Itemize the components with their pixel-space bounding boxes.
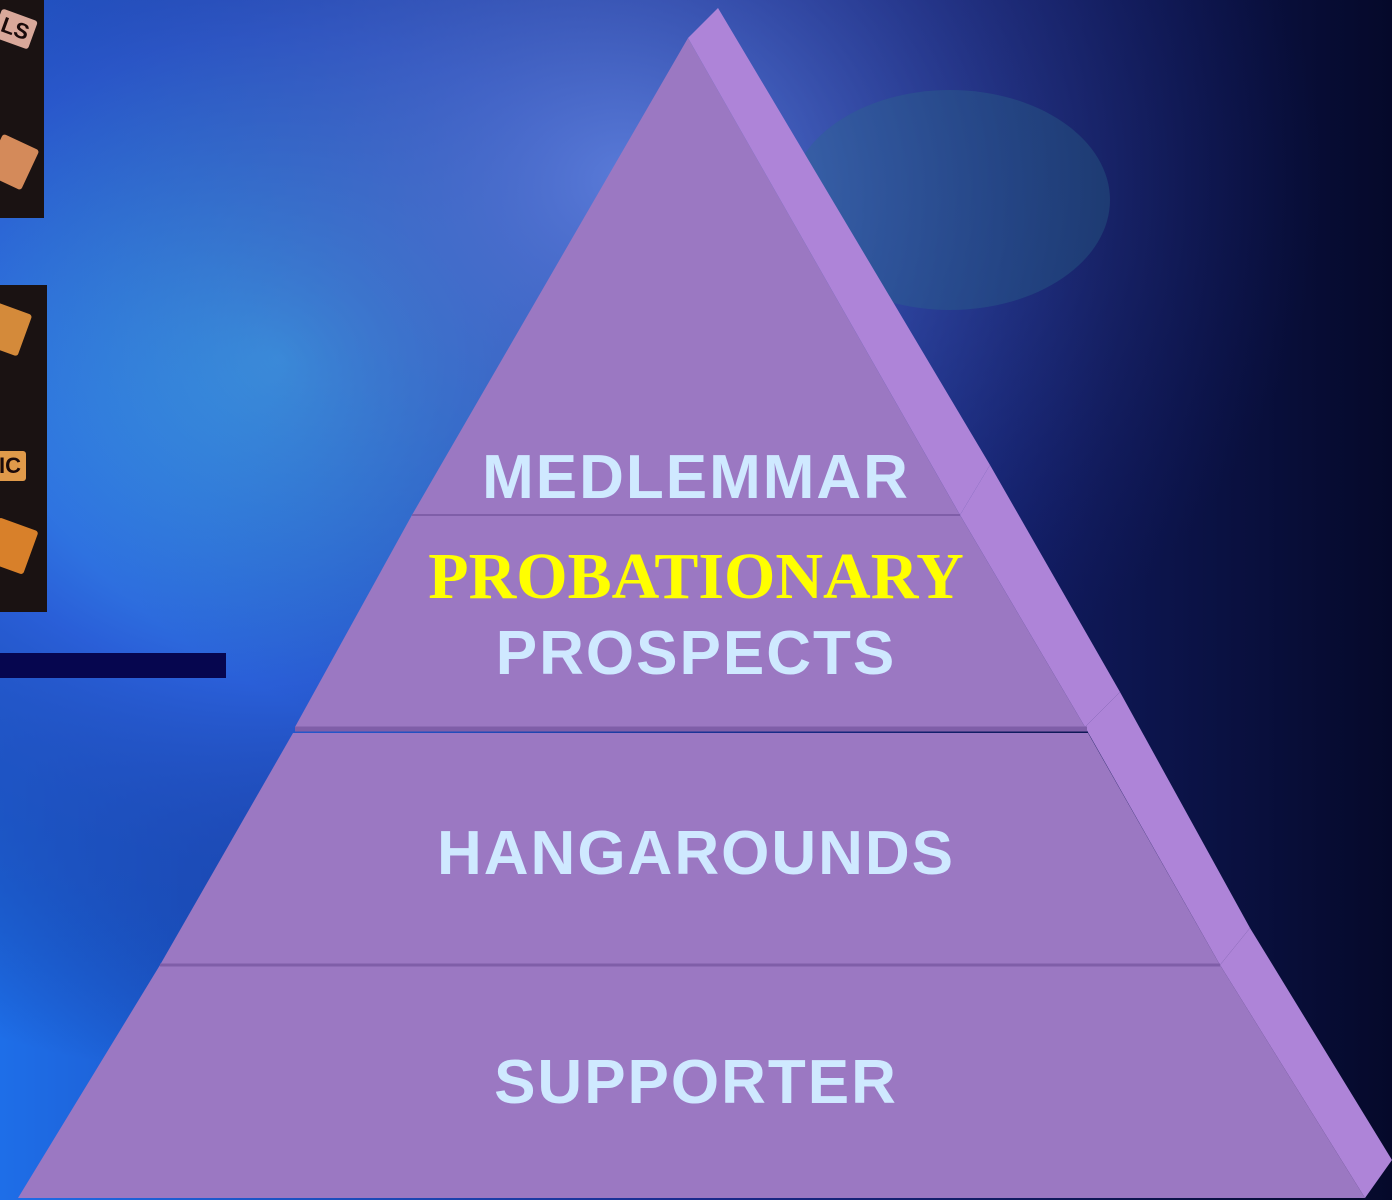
tier-label-prospects: PROSPECTS [495,619,897,688]
tier-label-medlemmar: MEDLEMMAR [482,443,910,512]
pyramid-tier-3 [160,733,1220,965]
pyramid-tier-4 [18,965,1365,1198]
tier-label-supporter: SUPPORTER [494,1048,898,1117]
tier-label-hangarounds: HANGAROUNDS [437,819,955,888]
pyramid-side-tier-4 [1220,928,1392,1198]
accent-bar [0,653,226,678]
pyramid-side-tier-2 [960,465,1120,727]
patch-text: IC [0,451,26,481]
pyramid-tier-2 [295,515,1085,727]
biker-patch-photo-bottom: IC [0,285,47,612]
tier-highlight-probationary: PROBATIONARY [428,540,964,613]
pyramid-side-tier-1 [688,8,990,515]
biker-patch-photo-top: LS [0,0,44,218]
pyramid-tier-1 [412,38,960,515]
pyramid-side-tier-3 [1085,692,1250,965]
